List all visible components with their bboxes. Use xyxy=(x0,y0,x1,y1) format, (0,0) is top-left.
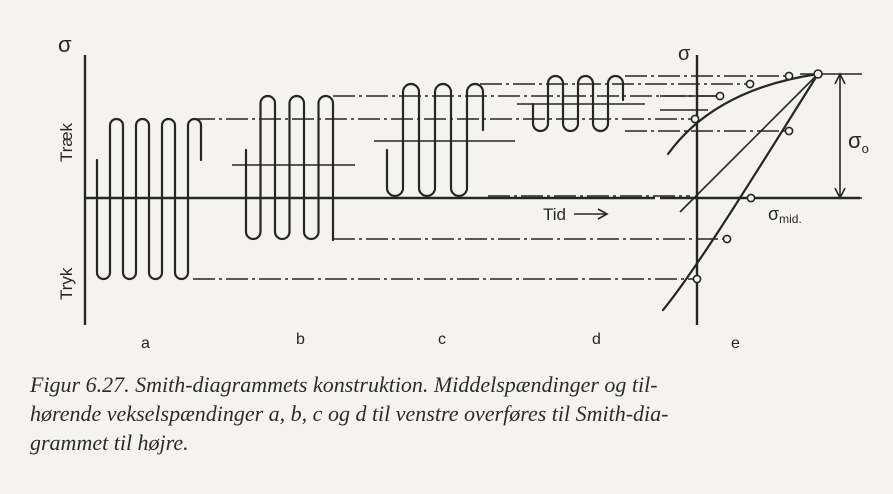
time-arrow-head xyxy=(597,208,609,220)
smith-point-c-min xyxy=(746,193,756,203)
smith-point-a-min xyxy=(692,274,702,284)
compression-label: Tryk xyxy=(57,267,76,300)
panel-label-c: c xyxy=(438,331,446,348)
smith-point-b-min xyxy=(722,234,732,244)
smith-diagram-figure: σ σ Træk Tryk Tid σo σmid. a b c d e xyxy=(57,32,869,352)
alternating-stress-wave-c xyxy=(385,82,485,198)
time-label: Tid xyxy=(543,205,566,224)
tension-label: Træk xyxy=(57,122,76,162)
amplitude-arrow-bottom xyxy=(834,187,846,200)
smith-axis-label: σ xyxy=(678,43,691,65)
caption-line-1: Figur 6.27. Smith-diagrammets konstrukti… xyxy=(30,372,658,397)
alternating-stress-wave-b xyxy=(244,94,335,242)
mean-stress-label: σmid. xyxy=(768,204,802,226)
panel-label-a: a xyxy=(141,335,150,352)
amplitude-label: σo xyxy=(848,128,869,156)
stress-axis-label: σ xyxy=(58,32,72,57)
smith-point-d-max xyxy=(784,71,794,81)
caption-line-3: grammet til højre. xyxy=(30,430,189,455)
smith-diagonal xyxy=(679,73,819,213)
amplitude-arrow-top xyxy=(834,72,846,85)
smith-point-d-min xyxy=(784,126,794,136)
panel-label-b: b xyxy=(296,331,305,348)
smith-point-c-max xyxy=(745,79,755,89)
panel-label-d: d xyxy=(592,331,601,348)
smith-point-tip xyxy=(813,69,823,79)
smith-upper-curve xyxy=(666,72,820,156)
alternating-stress-wave-a xyxy=(95,117,203,281)
figure-caption: Figur 6.27. Smith-diagrammets konstrukti… xyxy=(30,370,880,457)
caption-line-2: hørende vekselspændinger a, b, c og d ti… xyxy=(30,401,669,426)
panel-label-e: e xyxy=(731,335,740,352)
smith-point-b-max xyxy=(715,91,725,101)
smith-point-a-max xyxy=(690,114,700,124)
smith-lower-curve xyxy=(661,72,820,312)
